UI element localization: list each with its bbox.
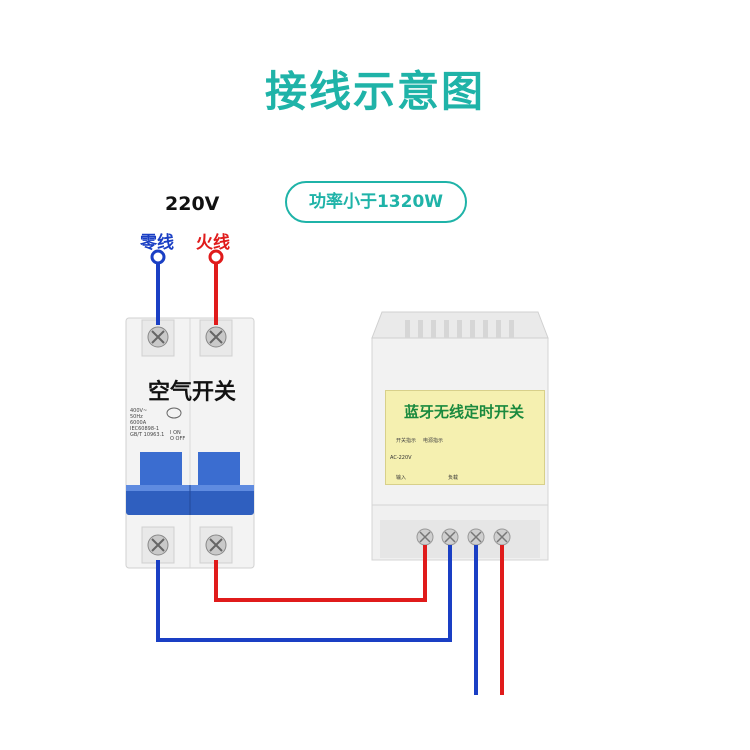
- timer-panel: [385, 390, 545, 485]
- air-breaker: [125, 317, 255, 569]
- led-switch-label: 开关指示: [396, 438, 417, 444]
- output-wires: [156, 545, 504, 695]
- timer-label: 蓝牙无线定时开关: [403, 403, 524, 421]
- neutral-terminal-icon: [150, 249, 166, 265]
- breaker-label: 空气开关: [147, 380, 236, 405]
- breaker-spec: 400V~ 50Hz 6000A IEC60898-1 GB/T 10963.1: [130, 408, 165, 438]
- input-label: 输入: [396, 475, 407, 481]
- power-badge: 功率小于1320W: [285, 181, 467, 223]
- timer-terminals: [416, 528, 511, 546]
- page-title: 接线示意图: [264, 67, 485, 116]
- ac-label: AC-220V: [390, 455, 412, 461]
- input-wires: [156, 262, 218, 325]
- live-label: 火线: [196, 233, 230, 253]
- led-power-label: 电源指示: [423, 438, 444, 444]
- output-label: 负载: [448, 475, 459, 481]
- breaker-on-off: I ON O OFF: [170, 430, 186, 442]
- voltage-label: 220V: [165, 193, 220, 215]
- neutral-label: 零线: [140, 233, 174, 253]
- live-terminal-icon: [208, 249, 224, 265]
